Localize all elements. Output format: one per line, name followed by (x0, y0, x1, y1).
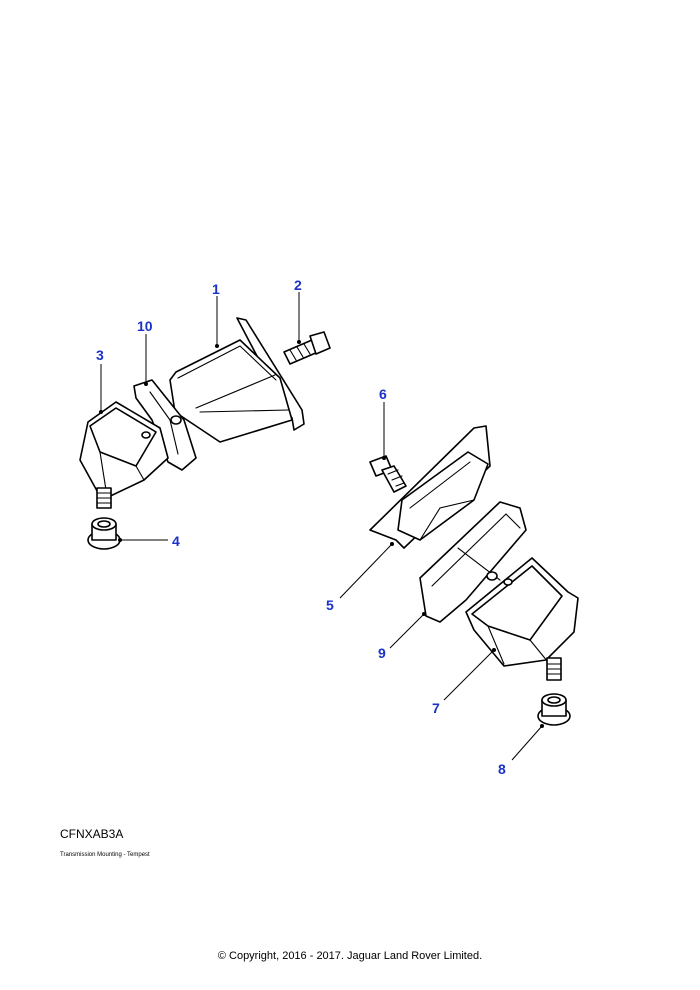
callout-3: 3 (96, 347, 104, 363)
part-7-mount (465, 557, 579, 681)
part-3-mount (79, 401, 169, 509)
callout-2: 2 (294, 277, 302, 293)
part-5-bracket (369, 425, 491, 549)
callout-10: 10 (137, 318, 153, 334)
callout-5: 5 (326, 597, 334, 613)
diagram-caption: Transmission Mounting - Tempest (60, 852, 150, 858)
callout-9: 9 (378, 645, 386, 661)
part-8-nut (537, 693, 571, 726)
leader-lines (99, 292, 544, 761)
callout-8: 8 (498, 761, 506, 777)
callout-7: 7 (432, 700, 440, 716)
callout-4: 4 (172, 533, 180, 549)
callout-1: 1 (212, 281, 220, 297)
copyright-notice: © Copyright, 2016 - 2017. Jaguar Land Ro… (217, 950, 483, 962)
diagram-code: CFNXAB3A (60, 827, 124, 841)
part-2-bolt (283, 331, 331, 365)
part-6-bolt (369, 455, 407, 493)
part-10-bracket-plate (133, 379, 197, 471)
part-4-nut (87, 517, 121, 550)
callout-6: 6 (379, 386, 387, 402)
part-1-bracket (169, 317, 305, 443)
part-9-bracket-plate (419, 501, 527, 623)
